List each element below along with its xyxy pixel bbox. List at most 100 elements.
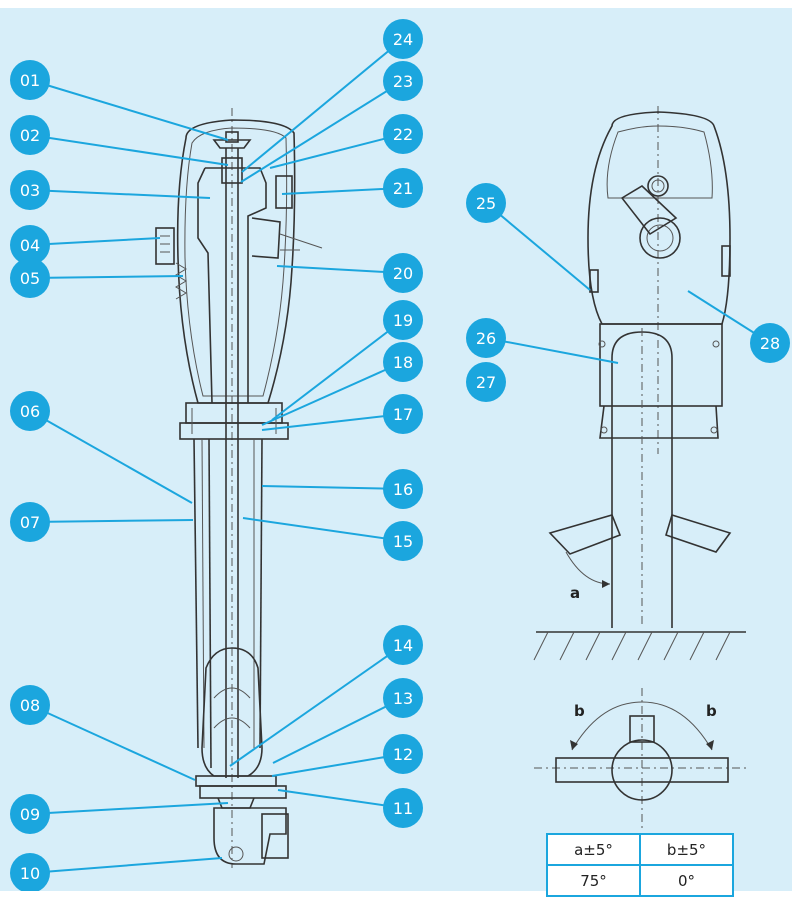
callout-26: 26 — [466, 318, 506, 358]
leader-line-13 — [272, 697, 404, 764]
callout-circle — [466, 362, 506, 402]
callout-number: 01 — [20, 71, 40, 90]
table-row: 75° 0° — [546, 864, 734, 897]
leader-line-09 — [29, 802, 229, 815]
hydrant-section-drawing — [155, 108, 323, 868]
callout-circle — [383, 300, 423, 340]
callout-number: 02 — [20, 126, 40, 145]
callout-09: 09 — [10, 794, 50, 834]
callout-circle — [10, 60, 50, 100]
leader-line-26 — [485, 337, 619, 364]
callout-number: 24 — [393, 30, 413, 49]
callout-19: 19 — [383, 300, 423, 340]
leader-line-18 — [261, 361, 404, 426]
callout-circle — [383, 114, 423, 154]
callout-number: 15 — [393, 532, 413, 551]
leader-line-17 — [261, 413, 404, 431]
callout-number: 23 — [393, 72, 413, 91]
callout-number: 27 — [476, 373, 496, 392]
callout-number: 03 — [20, 181, 40, 200]
callout-circle — [10, 502, 50, 542]
callout-20: 20 — [383, 253, 423, 293]
callout-23: 23 — [383, 61, 423, 101]
callout-circle — [10, 170, 50, 210]
diagram-svg: 0102030405060708091011121314151617181920… — [10, 19, 790, 891]
callout-number: 16 — [393, 480, 413, 499]
callout-number: 21 — [393, 179, 413, 198]
callout-number: 14 — [393, 636, 413, 655]
callout-circle — [383, 678, 423, 718]
callout-circle — [466, 318, 506, 358]
leader-line-25 — [485, 202, 591, 291]
callout-14: 14 — [383, 625, 423, 665]
leader-line-24 — [241, 38, 404, 173]
callout-circle — [10, 115, 50, 155]
callout-12: 12 — [383, 734, 423, 774]
leader-line-22 — [269, 133, 404, 169]
callout-11: 11 — [383, 788, 423, 828]
leader-line-06 — [29, 410, 193, 504]
callout-circle — [466, 183, 506, 223]
leader-line-19 — [271, 319, 404, 421]
callout-10: 10 — [10, 853, 50, 891]
leader-line-02 — [29, 134, 229, 166]
callout-21: 21 — [383, 168, 423, 208]
leader-line-14 — [229, 644, 404, 767]
table-value-a: 75° — [546, 864, 641, 897]
callout-number: 28 — [760, 334, 780, 353]
callout-15: 15 — [383, 521, 423, 561]
callout-circle — [383, 788, 423, 828]
callout-circle — [383, 19, 423, 59]
callout-number: 12 — [393, 745, 413, 764]
leader-line-04 — [29, 237, 161, 246]
callout-08: 08 — [10, 685, 50, 725]
callout-02: 02 — [10, 115, 50, 155]
angle-a-diagram — [533, 328, 746, 661]
table-row: a±5° b±5° — [546, 833, 734, 866]
callout-number: 04 — [20, 236, 40, 255]
leader-lines — [29, 38, 771, 874]
angle-tolerance-table: a±5° b±5° 75° 0° — [546, 833, 734, 897]
callout-number: 18 — [393, 353, 413, 372]
callout-01: 01 — [10, 60, 50, 100]
callout-07: 07 — [10, 502, 50, 542]
callout-number: 09 — [20, 805, 40, 824]
leader-line-05 — [29, 275, 184, 279]
leader-line-23 — [240, 80, 404, 183]
callout-06: 06 — [10, 391, 50, 431]
callout-03: 03 — [10, 170, 50, 210]
callout-circle — [383, 469, 423, 509]
leader-line-16 — [261, 485, 404, 490]
leader-line-07 — [29, 519, 194, 523]
callout-16: 16 — [383, 469, 423, 509]
callout-circle — [383, 521, 423, 561]
leader-line-11 — [277, 789, 404, 809]
callout-circle — [10, 391, 50, 431]
callout-circle — [383, 168, 423, 208]
callout-circle — [10, 794, 50, 834]
callout-18: 18 — [383, 342, 423, 382]
table-header-b: b±5° — [639, 833, 734, 866]
callout-25: 25 — [466, 183, 506, 223]
callout-22: 22 — [383, 114, 423, 154]
callout-circle — [383, 253, 423, 293]
angle-a-label: a — [570, 584, 580, 602]
hydrant-exterior-drawing — [587, 106, 731, 454]
leader-line-12 — [271, 753, 404, 777]
callout-number: 25 — [476, 194, 496, 213]
callout-number: 07 — [20, 513, 40, 532]
callout-number: 17 — [393, 405, 413, 424]
callout-group: 0102030405060708091011121314151617181920… — [10, 19, 790, 891]
callout-28: 28 — [750, 323, 790, 363]
leader-line-10 — [29, 857, 223, 874]
leader-line-03 — [29, 189, 211, 199]
callout-circle — [10, 853, 50, 891]
callout-circle — [383, 61, 423, 101]
leader-line-08 — [29, 704, 196, 781]
leader-line-01 — [29, 79, 229, 141]
callout-number: 26 — [476, 329, 496, 348]
callout-circle — [383, 734, 423, 774]
callout-number: 05 — [20, 269, 40, 288]
angle-b-right-label: b — [706, 702, 717, 720]
